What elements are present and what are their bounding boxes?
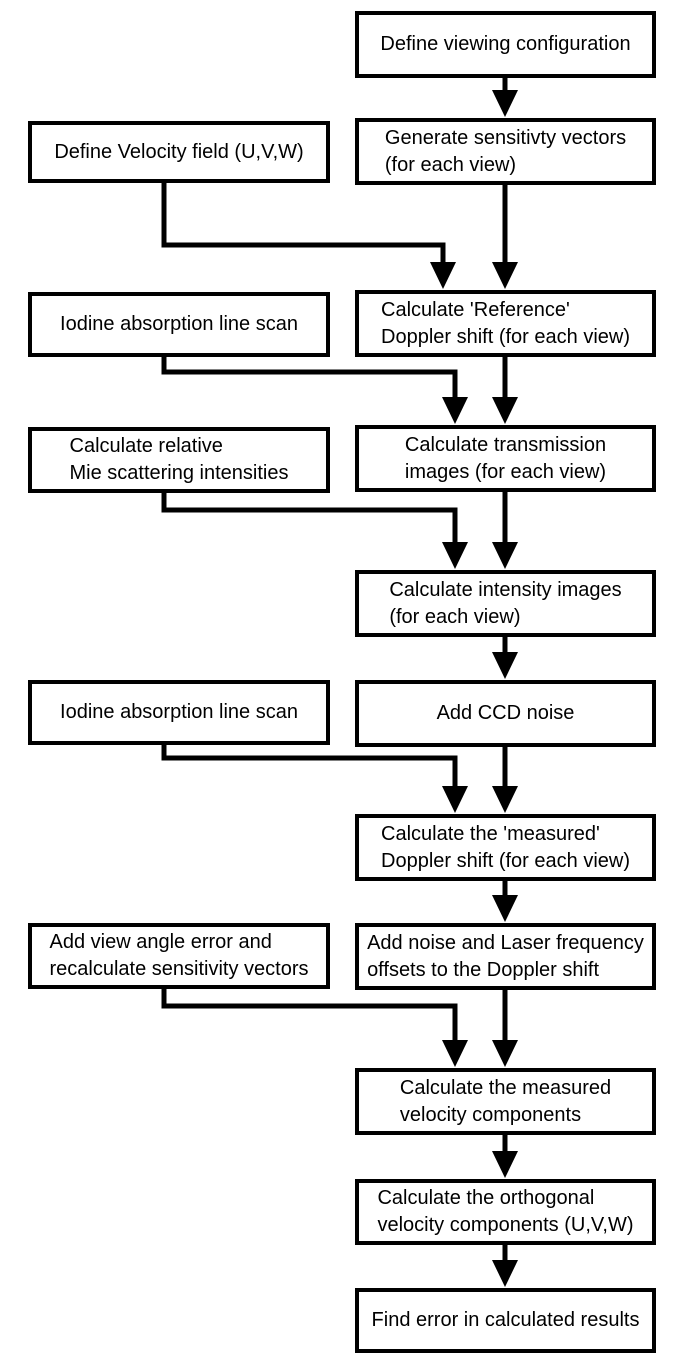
flow-box-label: Calculate 'Reference' Doppler shift (for… [381,298,630,348]
arrowhead-icon [492,262,518,289]
flow-box-add-noise-and-laser-frequency-offsets: Add noise and Laser frequency offsets to… [355,923,656,990]
arrow-calculate-measured-doppler-shift-to-add-noise-and-laser-frequency-offsets [492,881,518,922]
arrowhead-icon [442,1040,468,1067]
arrow-calculate-intensity-images-to-add-ccd-noise [492,637,518,679]
arrow-add-ccd-noise-to-calculate-measured-doppler-shift [492,747,518,813]
arrowhead-icon [492,652,518,679]
flow-box-label: Calculate the measured velocity componen… [399,1076,612,1126]
flow-box-find-error-in-calculated-results: Find error in calculated results [355,1288,656,1353]
arrow-calculate-orthogonal-velocity-components-to-find-error-in-calculated-results [492,1245,518,1287]
flow-box-label: Calculate transmission images (for each … [404,433,607,483]
flow-box-label: Calculate intensity images (for each vie… [389,578,622,628]
flow-box-calculate-orthogonal-velocity-components: Calculate the orthogonal velocity compon… [355,1179,656,1245]
flow-box-label: Iodine absorption line scan [60,313,298,335]
flow-box-calculate-reference-doppler-shift: Calculate 'Reference' Doppler shift (for… [355,290,656,357]
flow-box-define-viewing-configuration: Define viewing configuration [355,11,656,78]
connector-iodine-absorption-line-scan-1-to-calculate-transmission-images [161,357,468,424]
arrowhead-icon [492,895,518,922]
arrowhead-icon [492,1040,518,1067]
flow-box-label: Calculate the orthogonal velocity compon… [377,1187,634,1236]
flow-box-label: Add view angle error and recalculate sen… [49,931,309,980]
flow-box-calculate-transmission-images: Calculate transmission images (for each … [355,425,656,492]
arrowhead-icon [430,262,456,289]
arrow-calculate-reference-doppler-shift-to-calculate-transmission-images [492,357,518,424]
arrowhead-icon [492,1151,518,1178]
arrow-calculate-measured-velocity-components-to-calculate-orthogonal-velocity-components [492,1135,518,1178]
flow-box-define-velocity-field: Define Velocity field (U,V,W) [28,121,330,183]
flow-box-calculate-measured-velocity-components: Calculate the measured velocity componen… [355,1068,656,1135]
flow-box-label: Define viewing configuration [380,33,631,55]
flow-box-label: Add CCD noise [436,702,575,724]
connector-iodine-absorption-line-scan-2-to-calculate-measured-doppler-shift [161,745,468,813]
flow-box-add-ccd-noise: Add CCD noise [355,680,656,747]
arrowhead-icon [442,397,468,424]
arrowhead-icon [442,786,468,813]
connector-calculate-relative-mie-scattering-intensities-to-calculate-intensity-images [161,493,468,569]
flow-box-label: Generate sensitivty vectors (for each vi… [384,126,627,176]
flow-box-generate-sensitivity-vectors: Generate sensitivty vectors (for each vi… [355,118,656,185]
arrow-define-viewing-configuration-to-generate-sensitivity-vectors [492,78,518,117]
arrow-generate-sensitivity-vectors-to-calculate-reference-doppler-shift [492,185,518,289]
flow-box-calculate-measured-doppler-shift: Calculate the 'measured' Doppler shift (… [355,814,656,881]
connector-add-view-angle-error-to-calculate-measured-velocity-components [161,989,468,1067]
arrowhead-icon [492,786,518,813]
arrow-add-noise-and-laser-frequency-offsets-to-calculate-measured-velocity-components [492,990,518,1067]
flow-box-label: Add noise and Laser frequency offsets to… [367,931,644,981]
arrow-calculate-transmission-images-to-calculate-intensity-images [492,492,518,569]
arrowhead-icon [442,542,468,569]
flow-box-calculate-intensity-images: Calculate intensity images (for each vie… [355,570,656,637]
flow-box-label: Calculate the 'measured' Doppler shift (… [381,822,630,872]
arrowhead-icon [492,397,518,424]
flow-box-iodine-absorption-line-scan-2: Iodine absorption line scan [28,680,330,745]
flow-box-calculate-relative-mie-scattering-intensities: Calculate relative Mie scattering intens… [28,427,330,493]
connector-define-velocity-field-to-calculate-reference-doppler-shift [161,183,456,289]
arrowhead-icon [492,90,518,117]
flow-box-iodine-absorption-line-scan-1: Iodine absorption line scan [28,292,330,357]
flow-box-label: Iodine absorption line scan [60,701,298,723]
arrowhead-icon [492,1260,518,1287]
flow-box-label: Define Velocity field (U,V,W) [54,140,304,163]
flow-box-label: Calculate relative Mie scattering intens… [69,435,289,484]
flow-box-add-view-angle-error: Add view angle error and recalculate sen… [28,923,330,989]
flow-box-label: Find error in calculated results [371,1309,640,1331]
arrowhead-icon [492,542,518,569]
